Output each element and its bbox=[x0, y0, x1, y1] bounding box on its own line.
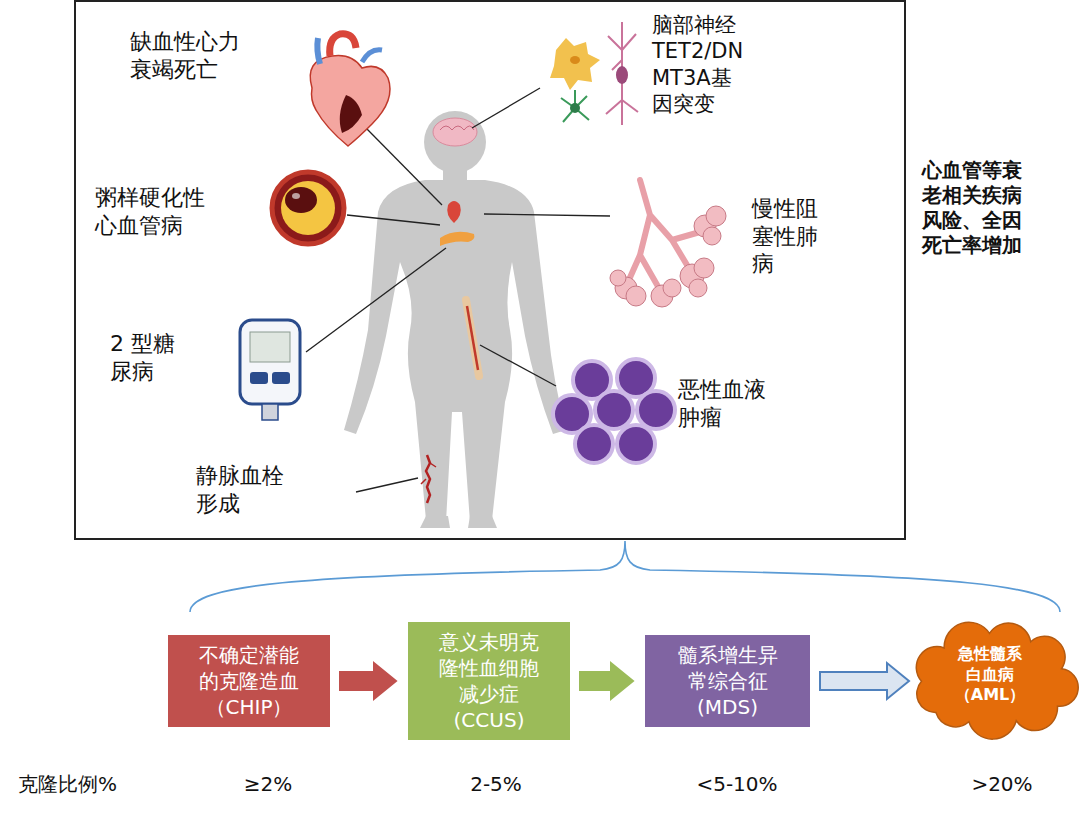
clone-ratio-label: 2-5% bbox=[470, 772, 522, 797]
glucose-meter-icon bbox=[250, 372, 268, 384]
lungs-icon bbox=[706, 206, 726, 226]
stage-text: 不确定潜能 的克隆造血 （CHIP） bbox=[199, 642, 299, 720]
organs bbox=[426, 455, 430, 503]
artery-icon bbox=[285, 187, 317, 213]
stage-box: 髓系增生异 常综合征 (MDS) bbox=[645, 635, 810, 727]
artery-icon bbox=[272, 172, 344, 244]
blood-cells-icon bbox=[553, 359, 675, 463]
stage-arrow bbox=[340, 663, 396, 699]
heart-icon bbox=[330, 34, 356, 56]
disease-label: 脑部神经 TET2/DN MT3A基 因突变 bbox=[652, 12, 744, 117]
disease-label: 静脉血栓 形成 bbox=[196, 462, 293, 517]
cloud-box: 急性髓系 白血病 （AML） bbox=[905, 623, 1075, 727]
leader-lines bbox=[484, 214, 610, 216]
stage-box: 意义未明克 隆性血细胞 减少症(CCUS) bbox=[408, 622, 570, 740]
organs bbox=[440, 126, 474, 130]
lungs-icon bbox=[610, 180, 726, 307]
blood-cells-icon bbox=[575, 425, 613, 463]
clone-ratio-label: 克隆比例% bbox=[18, 772, 117, 797]
lungs-icon bbox=[610, 270, 626, 286]
cloud-outline bbox=[916, 622, 1078, 739]
neuron-icon bbox=[550, 22, 638, 125]
leader-lines bbox=[480, 345, 556, 386]
blood-cells-icon bbox=[637, 391, 675, 429]
organs bbox=[447, 201, 461, 223]
body-silhouette bbox=[424, 111, 486, 173]
glucose-meter-icon bbox=[240, 320, 300, 404]
disease-label: 恶性血液 肿瘤 bbox=[678, 376, 775, 431]
body-silhouette bbox=[420, 516, 497, 528]
organs bbox=[421, 118, 479, 503]
disease-label: 2 型糖 尿病 bbox=[110, 330, 202, 385]
artery-icon bbox=[292, 193, 300, 199]
artery-icon bbox=[272, 172, 344, 244]
leader-lines bbox=[347, 215, 440, 225]
disease-label: 缺血性心力 衰竭死亡 bbox=[130, 28, 247, 83]
lungs-icon bbox=[663, 279, 681, 297]
bracket bbox=[190, 541, 1060, 612]
clone-ratio-label: >20% bbox=[971, 772, 1032, 797]
lungs-icon bbox=[703, 227, 721, 245]
organs bbox=[421, 463, 436, 484]
stage-text: 急性髓系 白血病 （AML） bbox=[955, 644, 1026, 706]
glucose-meter-icon bbox=[240, 320, 300, 420]
leader-lines bbox=[472, 88, 540, 128]
neuron-icon bbox=[616, 66, 628, 84]
organs bbox=[440, 232, 474, 246]
disease-label: 心血管等衰 老相关疾病 风险、全因 死亡率增加 bbox=[922, 158, 1030, 258]
disease-label: 慢性阻 塞性肺 病 bbox=[752, 195, 827, 278]
neuron-icon bbox=[570, 103, 580, 113]
heart-icon bbox=[310, 56, 390, 147]
lungs-icon bbox=[626, 286, 646, 306]
lungs-icon bbox=[610, 206, 726, 307]
clone-ratio-label: <5-10% bbox=[696, 772, 777, 797]
leader-lines bbox=[306, 248, 446, 352]
neuron-icon bbox=[570, 56, 580, 64]
artery-icon bbox=[281, 181, 335, 235]
lungs-icon bbox=[689, 279, 707, 297]
blood-cells-icon bbox=[595, 391, 633, 429]
organs bbox=[433, 118, 477, 146]
leader-lines bbox=[356, 478, 418, 492]
stage-text: 髓系增生异 常综合征 (MDS) bbox=[678, 642, 778, 720]
body-silhouette bbox=[344, 180, 566, 522]
heart-icon bbox=[362, 50, 382, 62]
lungs-icon bbox=[694, 258, 714, 278]
stage-box: 不确定潜能 的克隆造血 （CHIP） bbox=[168, 635, 330, 727]
leader-lines bbox=[366, 128, 442, 205]
heart-icon bbox=[310, 34, 390, 146]
heart-icon bbox=[317, 38, 320, 64]
leader-lines bbox=[306, 88, 610, 492]
neuron-icon bbox=[550, 38, 600, 90]
blood-cells-icon bbox=[617, 425, 655, 463]
body-silhouette bbox=[344, 111, 566, 528]
neuron-icon bbox=[561, 90, 589, 122]
disease-label: 粥样硬化性 心血管病 bbox=[95, 184, 212, 239]
organs bbox=[466, 300, 479, 376]
stage-arrow bbox=[580, 663, 633, 699]
stage-text: 意义未明克 隆性血细胞 减少症(CCUS) bbox=[439, 629, 539, 733]
glucose-meter-icon bbox=[250, 332, 290, 362]
frame bbox=[75, 1, 905, 539]
stage-arrow bbox=[820, 663, 909, 699]
neuron-icon bbox=[606, 22, 638, 125]
heart-icon bbox=[340, 95, 362, 133]
glucose-meter-icon bbox=[262, 404, 278, 420]
glucose-meter-icon bbox=[272, 372, 290, 384]
organs bbox=[467, 306, 478, 370]
clone-ratio-label: ≥2% bbox=[244, 772, 293, 797]
